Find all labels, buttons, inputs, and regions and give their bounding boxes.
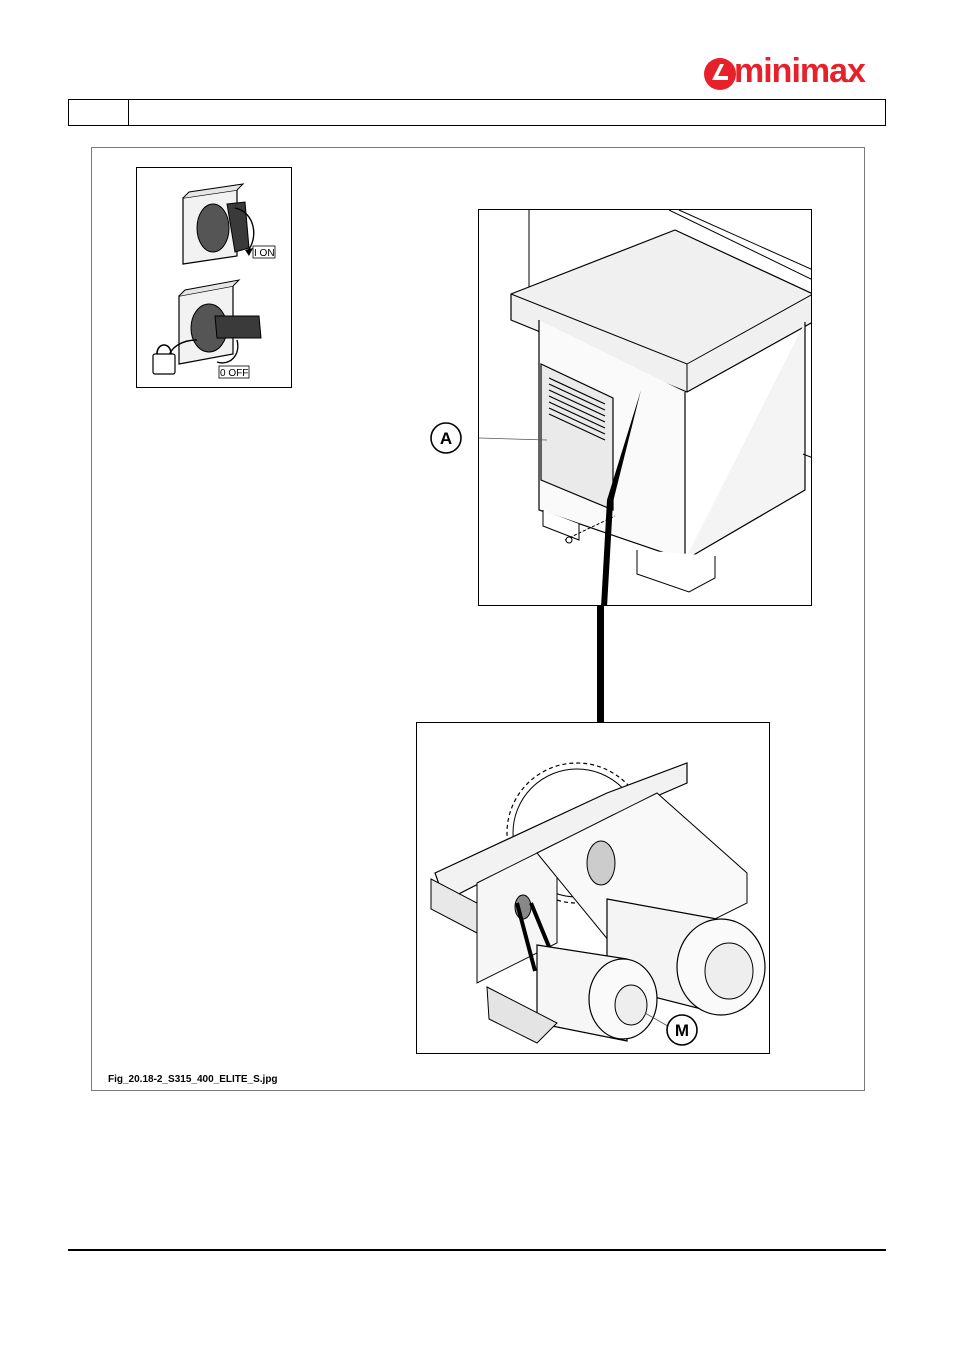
brand-logo: minimax xyxy=(702,54,884,94)
minimax-logo-icon xyxy=(702,56,738,92)
motor-panel xyxy=(416,722,770,1054)
brand-name: minimax xyxy=(734,52,865,91)
header-table xyxy=(68,99,886,126)
callout-a-badge: A xyxy=(428,420,468,456)
cabinet-illustration xyxy=(479,210,812,606)
header-cell-number xyxy=(69,100,129,125)
callout-m-badge: M xyxy=(664,1012,704,1048)
header-cell-title xyxy=(129,100,885,125)
switch-on-label: I ON xyxy=(254,248,275,259)
main-switch-illustration: I ON 0 OFF xyxy=(137,168,292,388)
main-switch-panel: I ON 0 OFF xyxy=(136,167,292,388)
callout-a-label: A xyxy=(440,429,452,448)
switch-off-icon: 0 OFF xyxy=(169,280,261,379)
cabinet-panel xyxy=(478,209,812,606)
switch-on-icon: I ON xyxy=(183,184,275,264)
connector-arrow xyxy=(597,606,604,723)
callout-m-label: M xyxy=(675,1021,689,1040)
footer-rule xyxy=(68,1249,886,1251)
figure-caption: Fig_20.18-2_S315_400_ELITE_S.jpg xyxy=(108,1074,278,1085)
motor-illustration xyxy=(417,723,770,1054)
switch-off-label: 0 OFF xyxy=(220,368,248,379)
